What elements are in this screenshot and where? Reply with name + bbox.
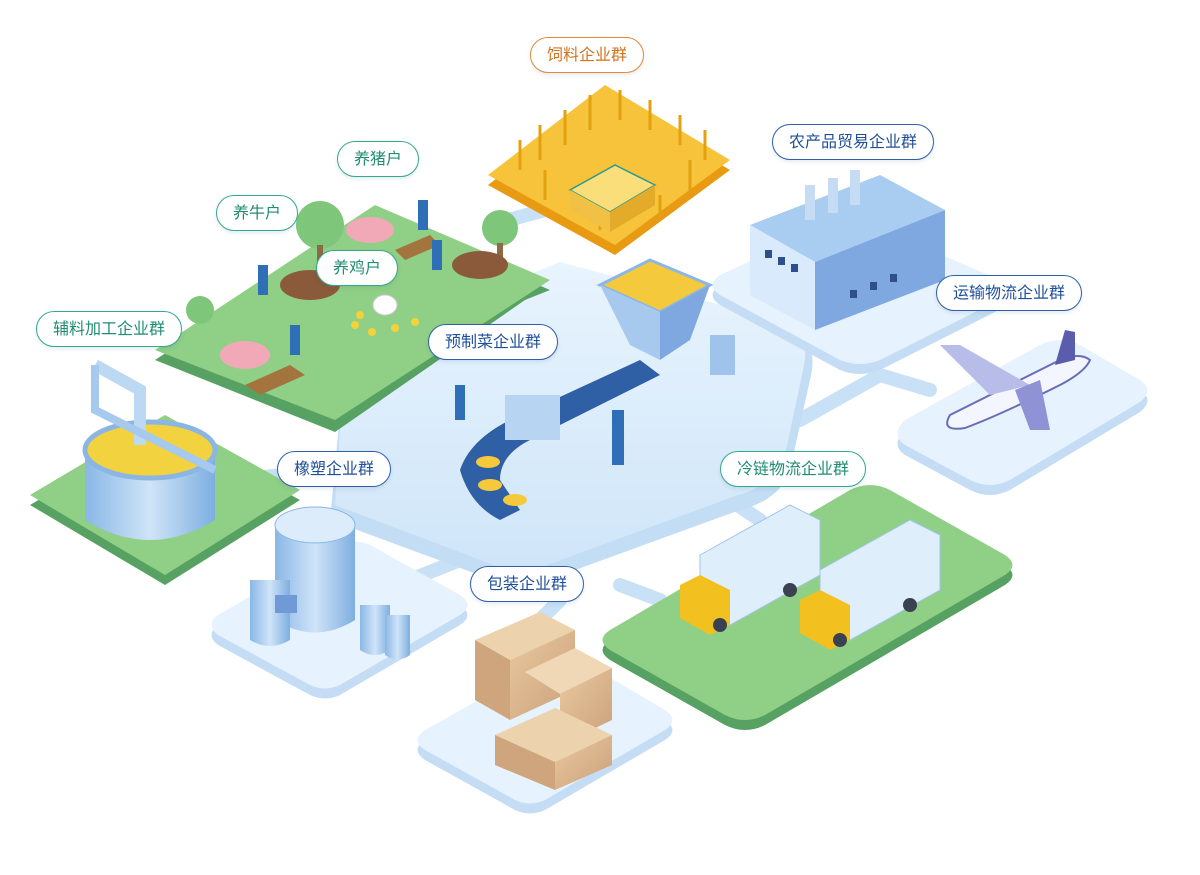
warehouse-platform: [712, 170, 1004, 374]
label-pig-farm: 养猪户: [337, 141, 420, 177]
rubber-plastic-platform: [211, 506, 468, 699]
label-agri-trade-cluster: 农产品贸易企业群: [772, 124, 935, 160]
processing-line: [455, 258, 735, 520]
label-prepared-food-cluster: 预制菜企业群: [428, 324, 559, 360]
label-transport-cluster: 运输物流企业群: [936, 275, 1083, 311]
feed-wheat-field: [488, 85, 730, 255]
cold-chain-platform: [602, 485, 1013, 730]
label-rubber-plastic-cluster: 橡塑企业群: [277, 451, 392, 487]
label-cattle-farm: 养牛户: [216, 195, 299, 231]
packaging-platform: [417, 612, 673, 814]
label-chicken-farm: 养鸡户: [316, 250, 399, 286]
livestock-farm-platform: [155, 200, 550, 432]
airplane-platform: [897, 330, 1148, 495]
label-packaging-cluster: 包装企业群: [470, 566, 585, 602]
label-auxiliary-cluster: 辅料加工企业群: [36, 311, 183, 347]
label-cold-chain-cluster: 冷链物流企业群: [720, 451, 867, 487]
label-feed-cluster: 饲料企业群: [530, 37, 645, 73]
auxiliary-processing-platform: [30, 359, 300, 585]
